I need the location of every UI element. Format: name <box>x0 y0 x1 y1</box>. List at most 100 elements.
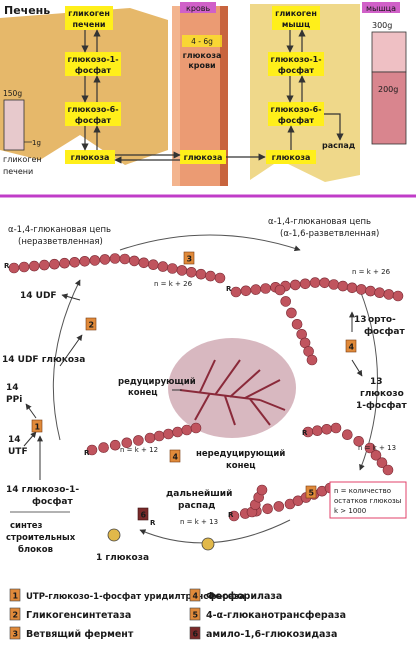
enzyme-badge-1: 1 <box>31 419 43 433</box>
glucose-bead <box>163 428 174 440</box>
glucose-bead <box>341 429 353 441</box>
glucose-bead <box>262 503 273 515</box>
blood-glucose-label-2: крови <box>188 61 215 70</box>
glucose-bead <box>186 266 197 278</box>
legend-num: 5 <box>193 611 199 620</box>
glucose-bead <box>167 263 178 274</box>
glucose-bead <box>382 464 394 476</box>
svg-text:5: 5 <box>309 489 315 498</box>
glucose-bead <box>319 277 330 289</box>
nonreducing-end-1: нередуцирующий <box>196 449 285 459</box>
utp-num: 14 <box>8 435 21 445</box>
note-box <box>329 481 407 519</box>
orthophosphate-num: 13 <box>354 315 367 325</box>
muscle-breakdown: распад <box>322 141 356 150</box>
enzyme-badge-3: 3 <box>183 251 195 265</box>
legend-label: Ветвящий фермент <box>26 629 134 640</box>
liver-g1p-line2: фосфат <box>75 66 112 75</box>
glucose-bead <box>353 435 365 447</box>
blood-glucose-box <box>180 150 226 164</box>
glucose-bead <box>49 258 60 270</box>
synthesis-line1: синтез <box>10 521 43 531</box>
muscle-glucose-box <box>266 150 316 164</box>
glucose-bead <box>109 439 121 451</box>
glucose-bead <box>321 423 333 435</box>
liver-g1p-line1: глюкозо-1- <box>67 55 118 64</box>
g1p-out-arrow <box>351 359 363 377</box>
glucose-bead <box>148 259 159 271</box>
muscle-bar-mid: 200g <box>378 85 398 94</box>
blood-vessel-edge <box>172 6 180 186</box>
muscle-breakdown-arrow <box>324 113 344 141</box>
udp-glucose-arrow <box>59 334 83 367</box>
liver-bar <box>3 99 25 151</box>
glucose-bead <box>121 437 133 449</box>
legend-swatch <box>9 607 21 621</box>
glucose-bead <box>157 261 169 272</box>
udp-arrow <box>61 293 81 301</box>
chain-unbranched-line2: (неразветвленная) <box>18 237 103 247</box>
liver-g1p-box <box>65 52 121 76</box>
chain-k13-right <box>302 422 394 476</box>
glucose-bead <box>79 255 90 267</box>
enzyme-badge-2: 2 <box>85 317 97 331</box>
g1p-out-num: 13 <box>370 377 383 387</box>
legend-swatch <box>189 607 201 621</box>
reducing-end-2: конец <box>128 388 158 398</box>
liver-glucose: глюкоза <box>71 153 110 162</box>
enzyme-badge-4b: 4 <box>169 449 181 463</box>
svg-text:3: 3 <box>187 255 193 264</box>
glycogen-particle <box>168 338 296 438</box>
glucose-bead <box>8 262 20 274</box>
liver-bar-bottom: 1g <box>32 139 41 147</box>
muscle-shape <box>250 4 360 182</box>
chain-k13-bottom <box>228 482 336 522</box>
note-k: k > 1000 <box>334 507 366 515</box>
legend-num: 1 <box>13 592 19 601</box>
glucose-bead <box>392 290 404 302</box>
free-glucose-left <box>107 528 121 542</box>
nonreducing-end-2: конец <box>226 461 256 471</box>
free-glucose-right <box>201 537 215 551</box>
R-label-6: R <box>150 519 156 527</box>
liver-bar-top: 150g <box>3 89 22 98</box>
cycle-arrow-left <box>52 279 81 441</box>
glucose-bead <box>119 253 131 265</box>
chain-branched-line1: α-1,4-глюкановая цепь <box>268 217 371 227</box>
legend-num: 4 <box>193 592 199 601</box>
svg-text:2: 2 <box>89 321 95 330</box>
glucose-bead <box>250 284 262 295</box>
further-breakdown-1: дальнейший <box>166 489 232 499</box>
glucose-bead <box>28 260 40 272</box>
glucose-bead <box>99 254 111 265</box>
g1p-in-line2: фосфат <box>32 497 73 507</box>
ppi-num: 14 <box>6 383 19 393</box>
muscle-bar-top: 300g <box>372 21 392 30</box>
liver-g6p-box <box>65 102 121 126</box>
legend-item: 3 Ветвящий фермент <box>9 626 134 640</box>
glucose-bead <box>205 270 216 282</box>
liver-bar-caption-2: печени <box>3 167 33 176</box>
muscle-label-bg <box>362 2 400 13</box>
legend-label: 4-α-глюканотрансфераза <box>206 610 346 621</box>
svg-text:4: 4 <box>173 453 179 462</box>
muscle-g1p-box <box>268 52 324 76</box>
glucose-bead <box>172 426 183 438</box>
glucose-bead <box>330 422 342 434</box>
liver-glycogen-box <box>65 6 113 30</box>
legend-num: 3 <box>13 630 19 639</box>
glycogen-branches <box>179 359 286 426</box>
liver-g6p-line2: фосфат <box>75 116 112 125</box>
n-k13-bottom: n = k + 13 <box>180 518 218 526</box>
svg-text:6: 6 <box>141 511 147 520</box>
chain-k13-side <box>246 484 268 518</box>
glucose-chains <box>8 253 404 522</box>
blood-label: кровь <box>186 4 211 13</box>
blood-vessel-edge-right <box>220 6 228 186</box>
glucose-bead <box>309 277 321 288</box>
glucose-bead <box>328 279 340 290</box>
